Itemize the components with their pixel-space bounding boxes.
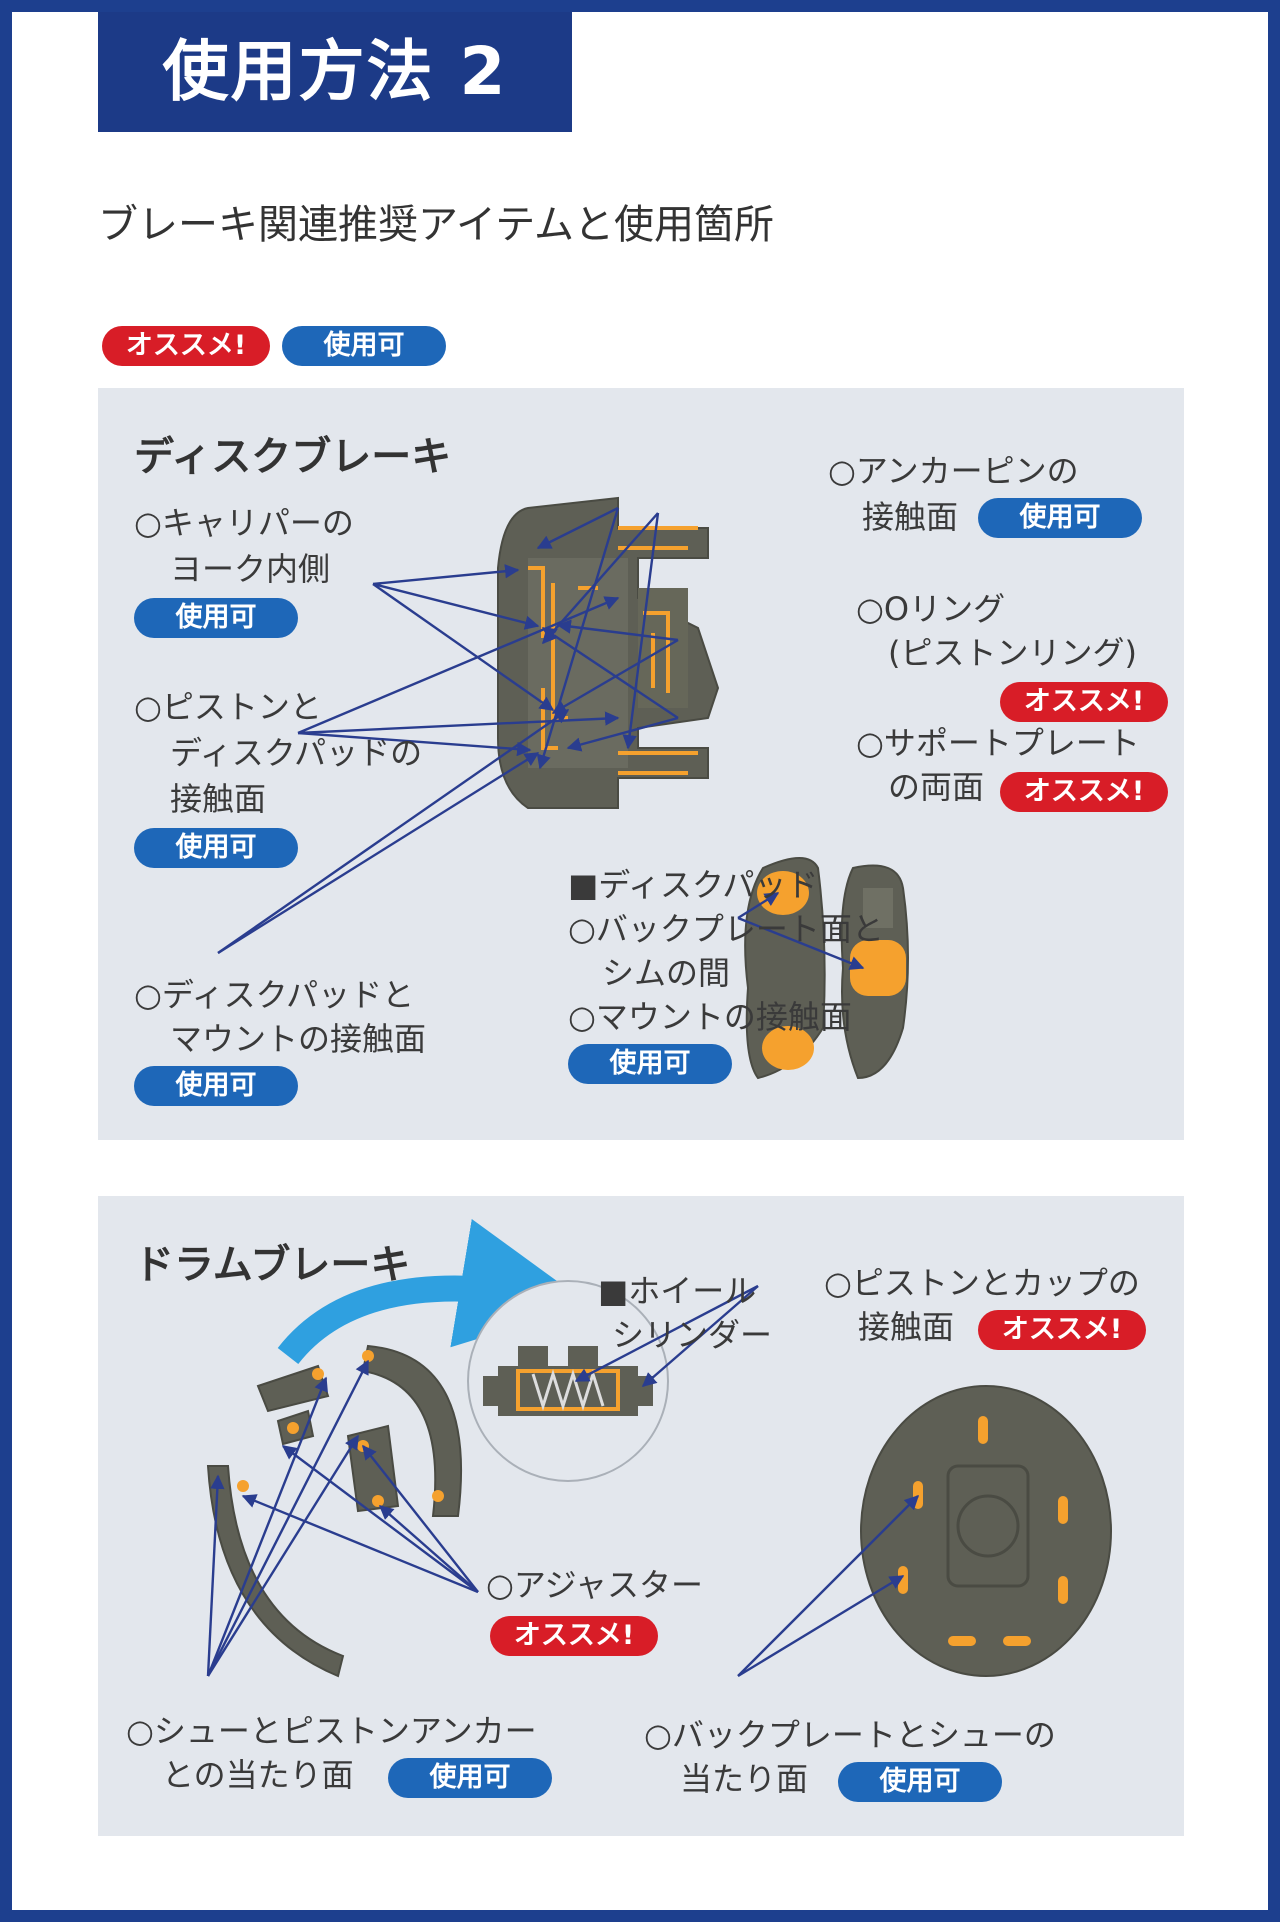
shoe-anchor-usable-badge: 使用可 [388,1758,552,1798]
pad-mount-label-1: ○ディスクパッドと [134,976,415,1014]
piston-cup-label-1: ○ピストンとカップの [824,1264,1140,1302]
disc-pad-backplate-label-2: シムの間 [602,954,731,992]
pad-mount-usable-badge: 使用可 [134,1066,298,1106]
anchor-pin-usable-badge: 使用可 [978,498,1142,538]
o-ring-recommended-badge: オススメ! [1000,682,1168,722]
disc-brake-illustration [217,496,909,1080]
backing-plate-illustration [860,1385,1112,1677]
wheel-cylinder-illustration [483,1346,653,1416]
piston-pad-label-1: ○ピストンと [134,688,322,726]
piston-pad-label-3: 接触面 [170,780,267,818]
piston-pad-usable-badge: 使用可 [134,828,298,868]
legend-recommended-badge: オススメ! [102,326,270,366]
back-plate-shoe-usable-badge: 使用可 [838,1762,1002,1802]
caliper-yoke-label-2: ヨーク内側 [170,550,331,588]
page-subtitle: ブレーキ関連推奨アイテムと使用箇所 [98,202,774,248]
adjuster-label: ○アジャスター [486,1566,704,1604]
piston-pad-label-2: ディスクパッドの [170,734,423,772]
drum-brake-title: ドラムブレーキ [134,1242,411,1288]
caliper-yoke-usable-badge: 使用可 [134,598,298,638]
disc-pad-mount-label: ○マウントの接触面 [568,998,852,1036]
back-plate-shoe-label-1: ○バックプレートとシューの [644,1716,1056,1754]
anchor-pin-label-2: 接触面 [862,498,959,536]
back-plate-shoe-label-2: 当たり面 [680,1760,809,1798]
drum-brake-panel: ドラムブレーキ ■ホイール シリンダー ○ピストンとカップの 接触面 オススメ!… [98,1196,1184,1836]
page-frame: 使用方法 2 ブレーキ関連推奨アイテムと使用箇所 オススメ! 使用可 [12,12,1268,1910]
anchor-pin-label-1: ○アンカーピンの [828,452,1079,490]
support-plate-label-2: の両面 [888,768,985,806]
brake-shoe-illustration [206,1344,462,1678]
shoe-anchor-label-2: との当たり面 [162,1756,354,1794]
shoe-anchor-label-1: ○シューとピストンアンカー [126,1712,537,1750]
disc-pad-backplate-label-1: ○バックプレート面と [568,910,884,948]
adjuster-recommended-badge: オススメ! [490,1616,658,1656]
disc-pad-heading: ■ディスクパッド [568,866,819,904]
page-title: 使用方法 2 [98,12,572,132]
zoom-arrow [277,1219,590,1365]
legend-usable-badge: 使用可 [282,326,446,366]
pad-mount-label-2: マウントの接触面 [170,1020,427,1058]
piston-cup-recommended-badge: オススメ! [978,1310,1146,1350]
disc-pad-usable-badge: 使用可 [568,1044,732,1084]
disc-brake-title: ディスクブレーキ [134,434,452,480]
wheel-cylinder-label-2: シリンダー [612,1316,773,1354]
drum-brake-illustration [206,1219,1112,1678]
o-ring-label-1: ○Oリング [856,590,1006,628]
piston-cup-label-2: 接触面 [858,1308,955,1346]
caliper-yoke-label-1: ○キャリパーの [134,504,354,542]
support-plate-label-1: ○サポートプレート [856,724,1140,762]
support-plate-recommended-badge: オススメ! [1000,772,1168,812]
wheel-cylinder-label-1: ■ホイール [598,1272,757,1310]
disc-brake-panel: ディスクブレーキ ○キャリパーの ヨーク内側 使用可 ○ピストンと ディスクパッ… [98,388,1184,1140]
o-ring-label-2: (ピストンリング) [888,634,1137,672]
